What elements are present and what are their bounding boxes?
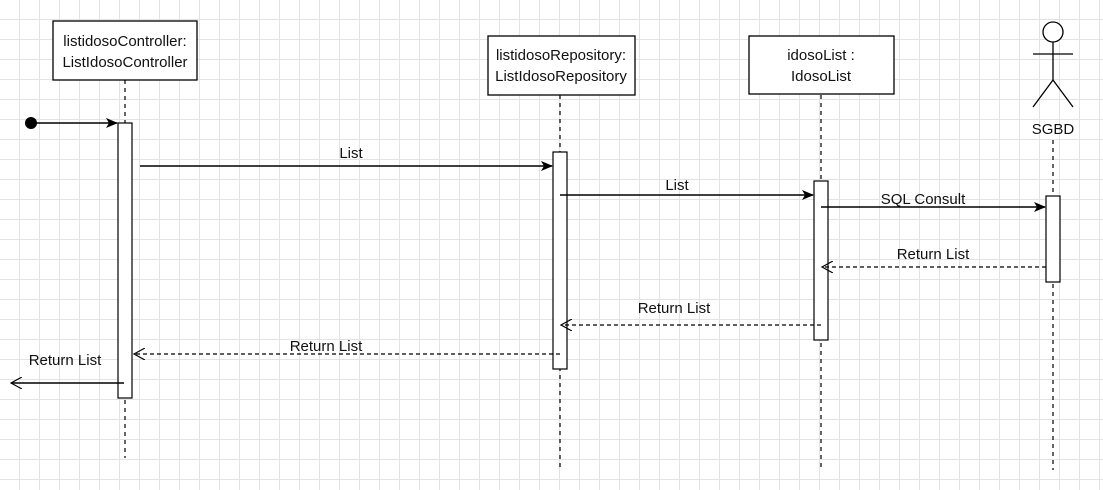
participant-box [52,20,198,81]
message-list-2[interactable]: List [560,177,814,200]
message-return-list-3[interactable]: Return List [134,338,560,355]
message-label: List [339,145,363,162]
activations [117,122,1061,399]
participant-box [748,35,895,95]
participant-box [487,35,636,96]
message-label: List [665,177,689,194]
actor-icon [1032,21,1074,108]
message-label: Return List [29,352,102,369]
participant-repository[interactable]: listidosoRepository: ListIdosoRepository [487,35,636,96]
message-label: Return List [638,300,711,317]
participant-idosolist[interactable]: idosoList : IdosoList [748,35,895,95]
message-sql-consult[interactable]: SQL Consult [821,191,1046,212]
message-return-list-1[interactable]: Return List [822,246,1046,267]
participant-name: idosoList : [787,47,855,64]
activation-idosolist [813,180,829,341]
found-message [25,117,118,129]
message-return-list-2[interactable]: Return List [561,300,821,325]
message-label: Return List [897,246,970,263]
participant-name: listidosoRepository: [496,47,626,64]
actor-label: SGBD [1032,121,1075,138]
participant-class: ListIdosoController [62,54,187,71]
actor-sgbd[interactable]: SGBD [1032,21,1075,138]
activation-controller [117,122,133,399]
activation-repository [552,151,568,370]
participant-class: IdosoList [791,68,852,85]
lifelines [124,80,1054,470]
message-label: SQL Consult [881,191,966,208]
message-return-list-found[interactable]: Return List [11,352,124,383]
activation-sgbd [1045,195,1061,283]
participant-class: ListIdosoRepository [495,68,627,85]
message-label: Return List [290,338,363,355]
participant-controller[interactable]: listidosoController: ListIdosoController [52,20,198,81]
message-list-1[interactable]: List [140,145,553,171]
participant-name: listidosoController: [63,33,186,50]
